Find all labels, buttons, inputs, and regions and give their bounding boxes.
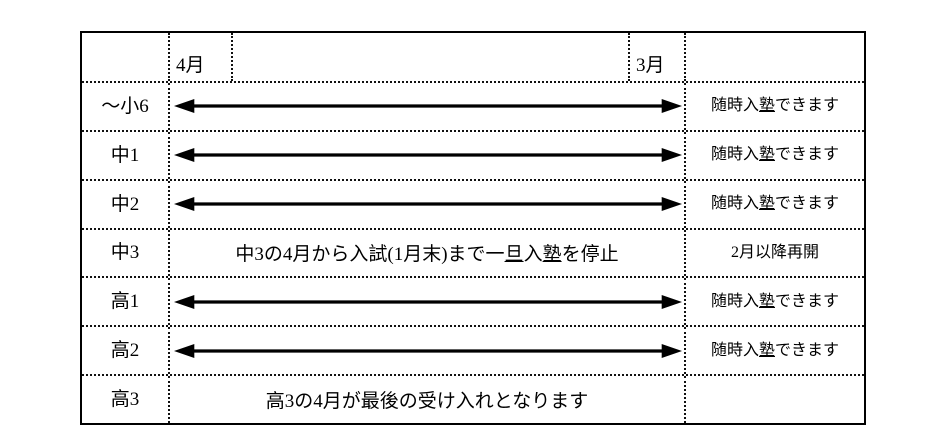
enrollment-note: 随時入塾できます xyxy=(710,195,840,213)
column-divider-right xyxy=(684,327,686,375)
double-arrow-icon xyxy=(174,341,682,361)
enrollment-note: 2月以降再開 xyxy=(730,243,819,261)
grade-label: 高3 xyxy=(110,389,140,411)
enrollment-note: 随時入塾できます xyxy=(710,146,840,164)
grade-label: 中3 xyxy=(110,242,140,264)
grade-label: 高1 xyxy=(110,291,140,313)
column-divider-right xyxy=(684,278,686,326)
schedule-row: 中1 随時入塾できます xyxy=(82,129,864,179)
month-start-label: 4月 xyxy=(170,33,233,81)
column-divider-right xyxy=(684,376,686,423)
schedule-row: ～小6 随時入塾できます xyxy=(82,81,864,130)
column-divider-left xyxy=(168,180,170,228)
column-divider-left xyxy=(168,229,170,277)
column-divider-right xyxy=(684,180,686,228)
schedule-header-row: 4月 3月 xyxy=(82,33,864,81)
enrollment-note: 随時入塾できます xyxy=(710,292,840,310)
double-arrow-icon xyxy=(174,96,682,116)
double-arrow-icon xyxy=(174,194,682,214)
enrollment-note xyxy=(686,376,864,423)
grade-label: 中2 xyxy=(110,193,140,215)
column-divider-left xyxy=(168,83,170,130)
schedule-row: 中3 中3の4月から入試(1月末)まで一旦入塾を停止 2月以降再開 xyxy=(82,227,864,277)
schedule-note-span: 高3の4月が最後の受け入れとなります xyxy=(265,391,589,413)
double-arrow-icon xyxy=(174,292,682,312)
column-divider-left xyxy=(168,33,170,81)
grade-label: 高2 xyxy=(110,340,140,362)
column-divider-left xyxy=(168,278,170,326)
column-divider-right xyxy=(684,83,686,130)
column-divider-right xyxy=(684,131,686,179)
schedule-note-span: 中3の4月から入試(1月末)まで一旦入塾を停止 xyxy=(235,244,619,266)
enrollment-note: 随時入塾できます xyxy=(710,341,840,359)
month-end-label: 3月 xyxy=(628,33,690,81)
double-arrow-icon xyxy=(174,145,682,165)
column-divider-right xyxy=(684,33,686,81)
column-divider-left xyxy=(168,376,170,423)
grade-label: 中1 xyxy=(110,144,140,166)
schedule-row: 高3 高3の4月が最後の受け入れとなります xyxy=(82,374,864,423)
column-divider-left xyxy=(168,131,170,179)
schedule-row: 中2 随時入塾できます xyxy=(82,178,864,228)
schedule-row: 高2 随時入塾できます xyxy=(82,325,864,375)
enrollment-note: 随時入塾できます xyxy=(710,97,840,115)
schedule-row: 高1 随時入塾できます xyxy=(82,276,864,326)
grade-label: ～小6 xyxy=(101,95,149,117)
column-divider-left xyxy=(168,327,170,375)
column-divider-right xyxy=(684,229,686,277)
